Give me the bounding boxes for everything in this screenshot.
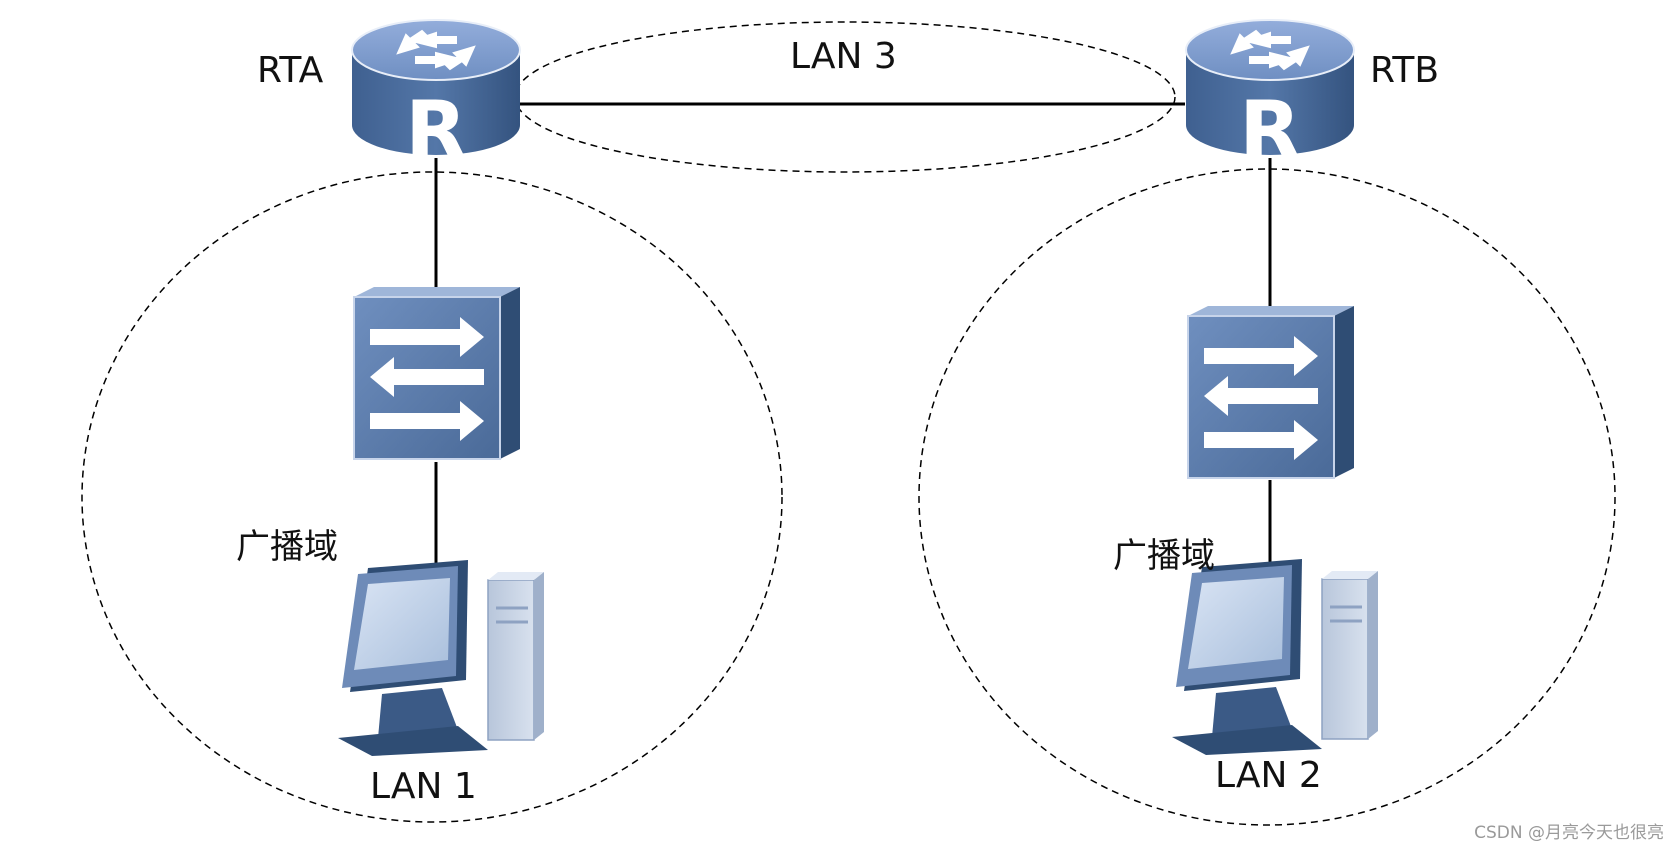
right-domain-label: 广播域: [1113, 536, 1215, 576]
router-rta-icon: R: [351, 19, 521, 177]
pc-right-icon: [1172, 559, 1378, 755]
switch-right-icon: [1187, 306, 1354, 479]
switch-left-icon: [353, 287, 520, 460]
router-rtb-icon: R: [1185, 19, 1355, 177]
left-domain-label: 广播域: [236, 527, 338, 567]
right-broadcast-domain-ellipse: [918, 168, 1616, 826]
left-broadcast-domain-ellipse: [81, 171, 783, 823]
lan2-label: LAN 2: [1215, 755, 1322, 796]
watermark-text: CSDN @月亮今天也很亮: [1474, 823, 1664, 843]
lan1-label: LAN 1: [370, 766, 477, 807]
router-rtb-label: RTB: [1370, 50, 1439, 91]
router-rtb-letter: R: [1239, 84, 1301, 177]
router-rta-letter: R: [405, 84, 467, 177]
router-rta-label: RTA: [257, 50, 324, 91]
pc-left-icon: [338, 560, 544, 756]
lan3-label: LAN 3: [790, 36, 897, 77]
